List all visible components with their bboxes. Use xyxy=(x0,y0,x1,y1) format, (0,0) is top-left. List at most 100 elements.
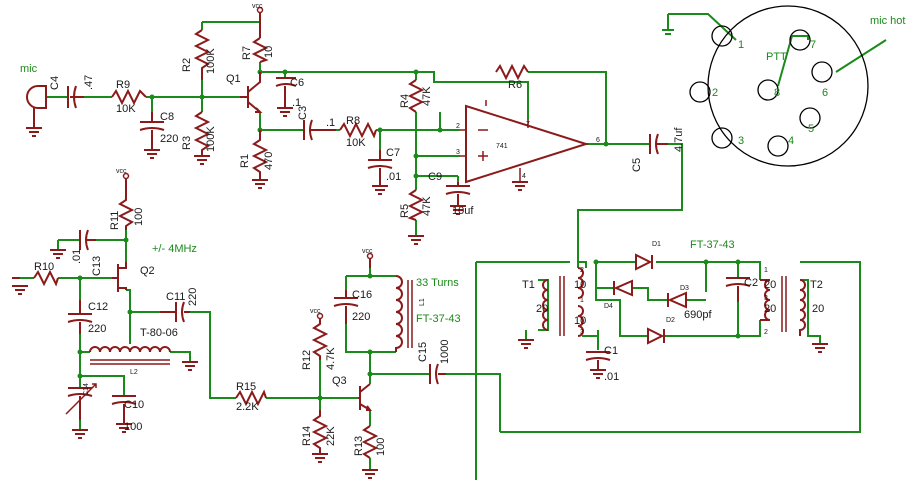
opamp-pin-4: 4 xyxy=(522,173,526,180)
c10-value: 100 xyxy=(124,421,142,433)
cap-690-label: 690pf xyxy=(684,309,712,321)
r15-ref: R15 xyxy=(236,381,256,393)
connector-pin-4: 4 xyxy=(788,135,794,147)
r9-value: 10K xyxy=(116,103,136,115)
r13-resistor xyxy=(361,425,379,479)
c14-variable-capacitor xyxy=(65,383,97,439)
c5-value: 4.7uf xyxy=(673,127,685,152)
c9-ref: C9 xyxy=(428,171,442,183)
c9-capacitor xyxy=(445,182,471,215)
r12-ref: R12 xyxy=(301,350,313,370)
r8-value: 10K xyxy=(346,137,366,149)
r6-resistor xyxy=(495,63,529,81)
r4-value: 47K xyxy=(421,86,433,106)
c6-capacitor xyxy=(275,77,297,117)
c6-value: .1 xyxy=(292,97,301,109)
t2-winding-1: 20 xyxy=(764,279,776,291)
opamp-pin-7: 7 xyxy=(526,121,530,128)
l1-inductor xyxy=(366,252,413,352)
c15-capacitor xyxy=(429,363,446,385)
r12-resistor xyxy=(311,312,329,360)
c4-ref: C4 xyxy=(49,76,61,90)
connector-pin-8: 8 xyxy=(774,87,780,99)
c3-capacitor xyxy=(303,119,336,141)
r9-resistor xyxy=(111,88,147,106)
c16-capacitor xyxy=(333,290,359,324)
r3-resistor xyxy=(193,111,211,165)
t2-pin-1: 1 xyxy=(764,267,768,274)
c1-capacitor xyxy=(585,351,611,379)
c6-ref: C6 xyxy=(290,77,304,89)
c8-capacitor xyxy=(139,112,165,159)
r4-resistor xyxy=(407,79,425,113)
l1-ref: L1 xyxy=(419,298,426,306)
r15-resistor xyxy=(235,389,267,407)
c5-ref: C5 xyxy=(631,158,643,172)
connector-pin-3: 3 xyxy=(738,135,744,147)
wires xyxy=(20,13,887,480)
d2-diode xyxy=(647,327,665,345)
c10-capacitor xyxy=(111,395,137,433)
c16-value: 220 xyxy=(352,311,370,323)
r9-ref: R9 xyxy=(116,79,130,91)
r12-value: 4.7K xyxy=(325,347,337,370)
r13-ref: R13 xyxy=(353,436,365,456)
mic-connector xyxy=(662,5,869,167)
c4-capacitor xyxy=(67,85,84,109)
r10-resistor xyxy=(12,269,59,295)
vcc-label-2: vcc xyxy=(116,168,127,175)
junctions xyxy=(77,69,741,401)
t1-pin-1: 1 xyxy=(580,297,584,304)
t1-pin-3: 3 xyxy=(580,329,584,336)
opamp-741 xyxy=(460,100,590,191)
c2-ref: C2 xyxy=(744,277,758,289)
t1-pin-2: 2 xyxy=(580,267,584,274)
d3-ref: D3 xyxy=(680,285,689,292)
opamp-pin-6: 6 xyxy=(596,137,600,144)
c12-value: 220 xyxy=(88,323,106,335)
d4-ref: D4 xyxy=(604,303,613,310)
r2-ref: R2 xyxy=(181,58,193,72)
connector-pin-6: 6 xyxy=(822,87,828,99)
t1-winding-2: 10 xyxy=(574,279,586,291)
ptt-label: PTT xyxy=(766,51,787,63)
d2-ref: D2 xyxy=(666,317,675,324)
r4-ref: R4 xyxy=(399,94,411,108)
t1-ref: T1 xyxy=(522,279,535,291)
l2-ref: L2 xyxy=(130,369,138,376)
c1-ref: C1 xyxy=(604,345,618,357)
t2-pin-3: 3 xyxy=(764,295,768,302)
c3-value: .1 xyxy=(326,117,335,129)
q2-ref: Q2 xyxy=(140,265,155,277)
c2-capacitor xyxy=(725,277,751,302)
r1-value: 470 xyxy=(263,152,275,170)
c16-ref: C16 xyxy=(352,289,372,301)
r8-ref: R8 xyxy=(346,115,360,127)
text-labels: vcc vcc vcc vcc mic mic hot PTT +/- 4MHz… xyxy=(20,3,905,456)
mic-jack xyxy=(26,85,47,137)
r14-ref: R14 xyxy=(301,426,313,446)
q2-jfet xyxy=(112,262,127,292)
r2-value: 100K xyxy=(205,48,217,74)
turns-label: 33 Turns xyxy=(416,277,459,289)
connector-pin-5: 5 xyxy=(808,123,814,135)
q1-ref: Q1 xyxy=(226,73,241,85)
opamp-pin-2: 2 xyxy=(456,123,460,130)
r7-ref: R7 xyxy=(241,46,253,60)
r5-ref: R5 xyxy=(399,204,411,218)
connector-pin-2: 2 xyxy=(712,87,718,99)
vcc-label-4: vcc xyxy=(310,308,321,315)
connector-pin-7: 7 xyxy=(810,39,816,51)
c3-ref: C3 xyxy=(297,106,309,120)
r8-resistor xyxy=(339,121,377,139)
c9-value: 10uf xyxy=(452,205,474,217)
c13-value: .01 xyxy=(71,249,83,264)
core1-label: FT-37-43 xyxy=(416,313,461,325)
c7-value: .01 xyxy=(386,171,401,183)
r6-ref: R6 xyxy=(508,79,522,91)
t2-ref: T2 xyxy=(810,279,823,291)
r14-resistor xyxy=(311,410,329,463)
r5-value: 47K xyxy=(421,196,433,216)
t1-winding-1: 20 xyxy=(536,303,548,315)
